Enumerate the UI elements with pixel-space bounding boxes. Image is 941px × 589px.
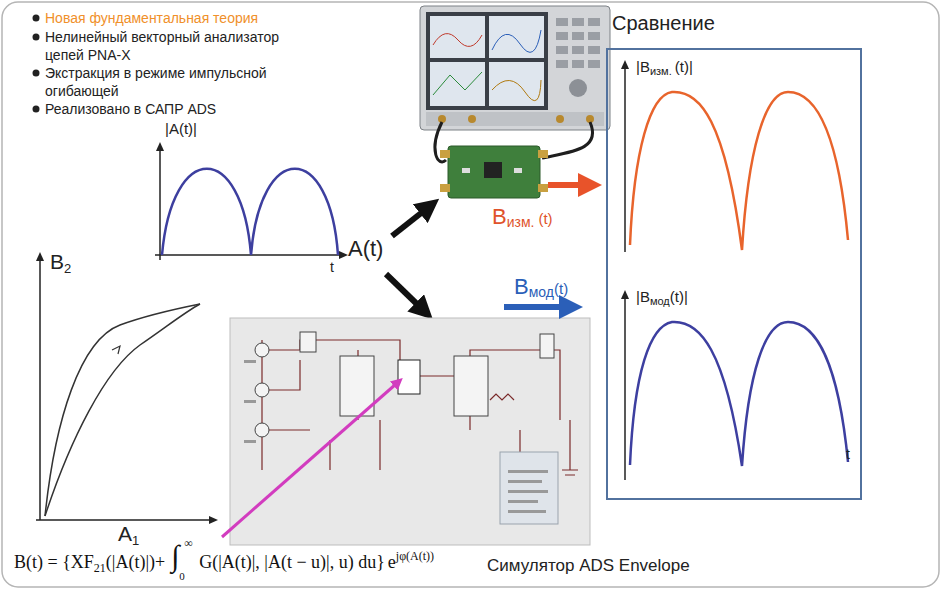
box-heading-holder: Сравнение xyxy=(612,12,715,35)
axis-label-text: |A(t)| xyxy=(165,120,197,137)
caption-text: Симулятор ADS Envelope xyxy=(487,556,690,575)
integral-sign: ∫ xyxy=(171,541,179,571)
axis-label-text: B xyxy=(50,250,64,273)
axis-label-text: A xyxy=(118,522,132,545)
axis-label: t xyxy=(846,446,850,462)
signal-label-text: A(t) xyxy=(348,236,383,261)
formula-text: G(|A(t)|, |A(t − u)|, u) du} xyxy=(199,552,385,572)
plot-label-text: (t)| xyxy=(670,288,688,305)
bullet-text: Реализовано в САПР ADS xyxy=(45,101,216,117)
bullets xyxy=(33,15,40,113)
formula-text: (|A(t)|)+ xyxy=(106,552,165,572)
signal-label-text: B xyxy=(492,204,507,229)
axis-label-text: t xyxy=(330,259,334,275)
hysteresis-plot xyxy=(36,256,214,520)
input-plot xyxy=(155,146,344,260)
signal-arrows xyxy=(386,185,584,307)
integral: ∫∞0 xyxy=(169,551,195,571)
axis-label: A1 xyxy=(118,522,139,548)
plot-label-text: изм. xyxy=(650,65,672,77)
caption-text-holder: Симулятор ADS Envelope xyxy=(487,556,690,576)
plot-label-text: (t)| xyxy=(675,58,693,75)
dut-board xyxy=(440,146,548,198)
axis-label: B2 xyxy=(50,250,71,276)
bullet-item: Нелинейный векторный анализатор цепей PN… xyxy=(45,28,290,64)
bullet-item: Реализовано в САПР ADS xyxy=(45,100,290,118)
bullet-item: Новая фундаментальная теория xyxy=(45,9,290,27)
plot-label: |Bмод(t)| xyxy=(636,288,688,307)
signal-label: A(t) xyxy=(348,236,383,262)
formula-text: e xyxy=(388,552,396,572)
model-arrow xyxy=(504,304,565,310)
axis-label-text: t xyxy=(846,446,850,462)
plot-label-text: мод xyxy=(650,295,670,307)
pointer-line xyxy=(222,384,396,537)
integral-limit: 0 xyxy=(179,571,185,582)
signal-label-text: мод xyxy=(529,284,554,300)
signal-label-text: (t) xyxy=(538,210,552,227)
formula: B(t) = {XF21(|A(t)|)+∫∞0G(|A(t)|, |A(t −… xyxy=(14,549,434,576)
plot-label-text: |B xyxy=(636,58,650,75)
bullet-text: Новая фундаментальная теория xyxy=(45,10,258,26)
box-heading: Сравнение xyxy=(612,12,715,34)
axis-label-text: 2 xyxy=(64,261,71,276)
formula-superscript: jφ(A(t)) xyxy=(396,549,434,563)
signal-label: Bмод(t) xyxy=(514,274,568,300)
plot-label-text: |B xyxy=(636,288,650,305)
formula-subscript: 21 xyxy=(94,561,106,575)
analyzer-instrument xyxy=(420,6,610,130)
bullet-text: Нелинейный векторный анализатор цепей PN… xyxy=(45,29,279,63)
axis-label: |A(t)| xyxy=(165,120,197,137)
formula-text: B(t) = {XF xyxy=(14,552,94,572)
axis-label: t xyxy=(330,259,334,275)
comparison-box: Сравнение xyxy=(606,48,862,500)
comparison-plots xyxy=(625,64,848,480)
schematic-screenshot xyxy=(230,318,590,545)
integral-limit: ∞ xyxy=(184,537,193,549)
bullet-item: Экстракция в режиме импульсной огибающей xyxy=(45,64,290,100)
signal-label-text: изм. xyxy=(507,214,535,230)
plot-label: |Bизм.(t)| xyxy=(636,58,693,77)
signal-label-text: (t) xyxy=(554,280,568,297)
signal-label-text: B xyxy=(514,274,529,299)
bullet-text: Экстракция в режиме импульсной огибающей xyxy=(45,65,267,99)
signal-label: Bизм.(t) xyxy=(492,204,553,230)
schematic-panel: Симулятор ADS Envelope xyxy=(230,318,590,545)
axis-label-text: 1 xyxy=(132,533,139,548)
